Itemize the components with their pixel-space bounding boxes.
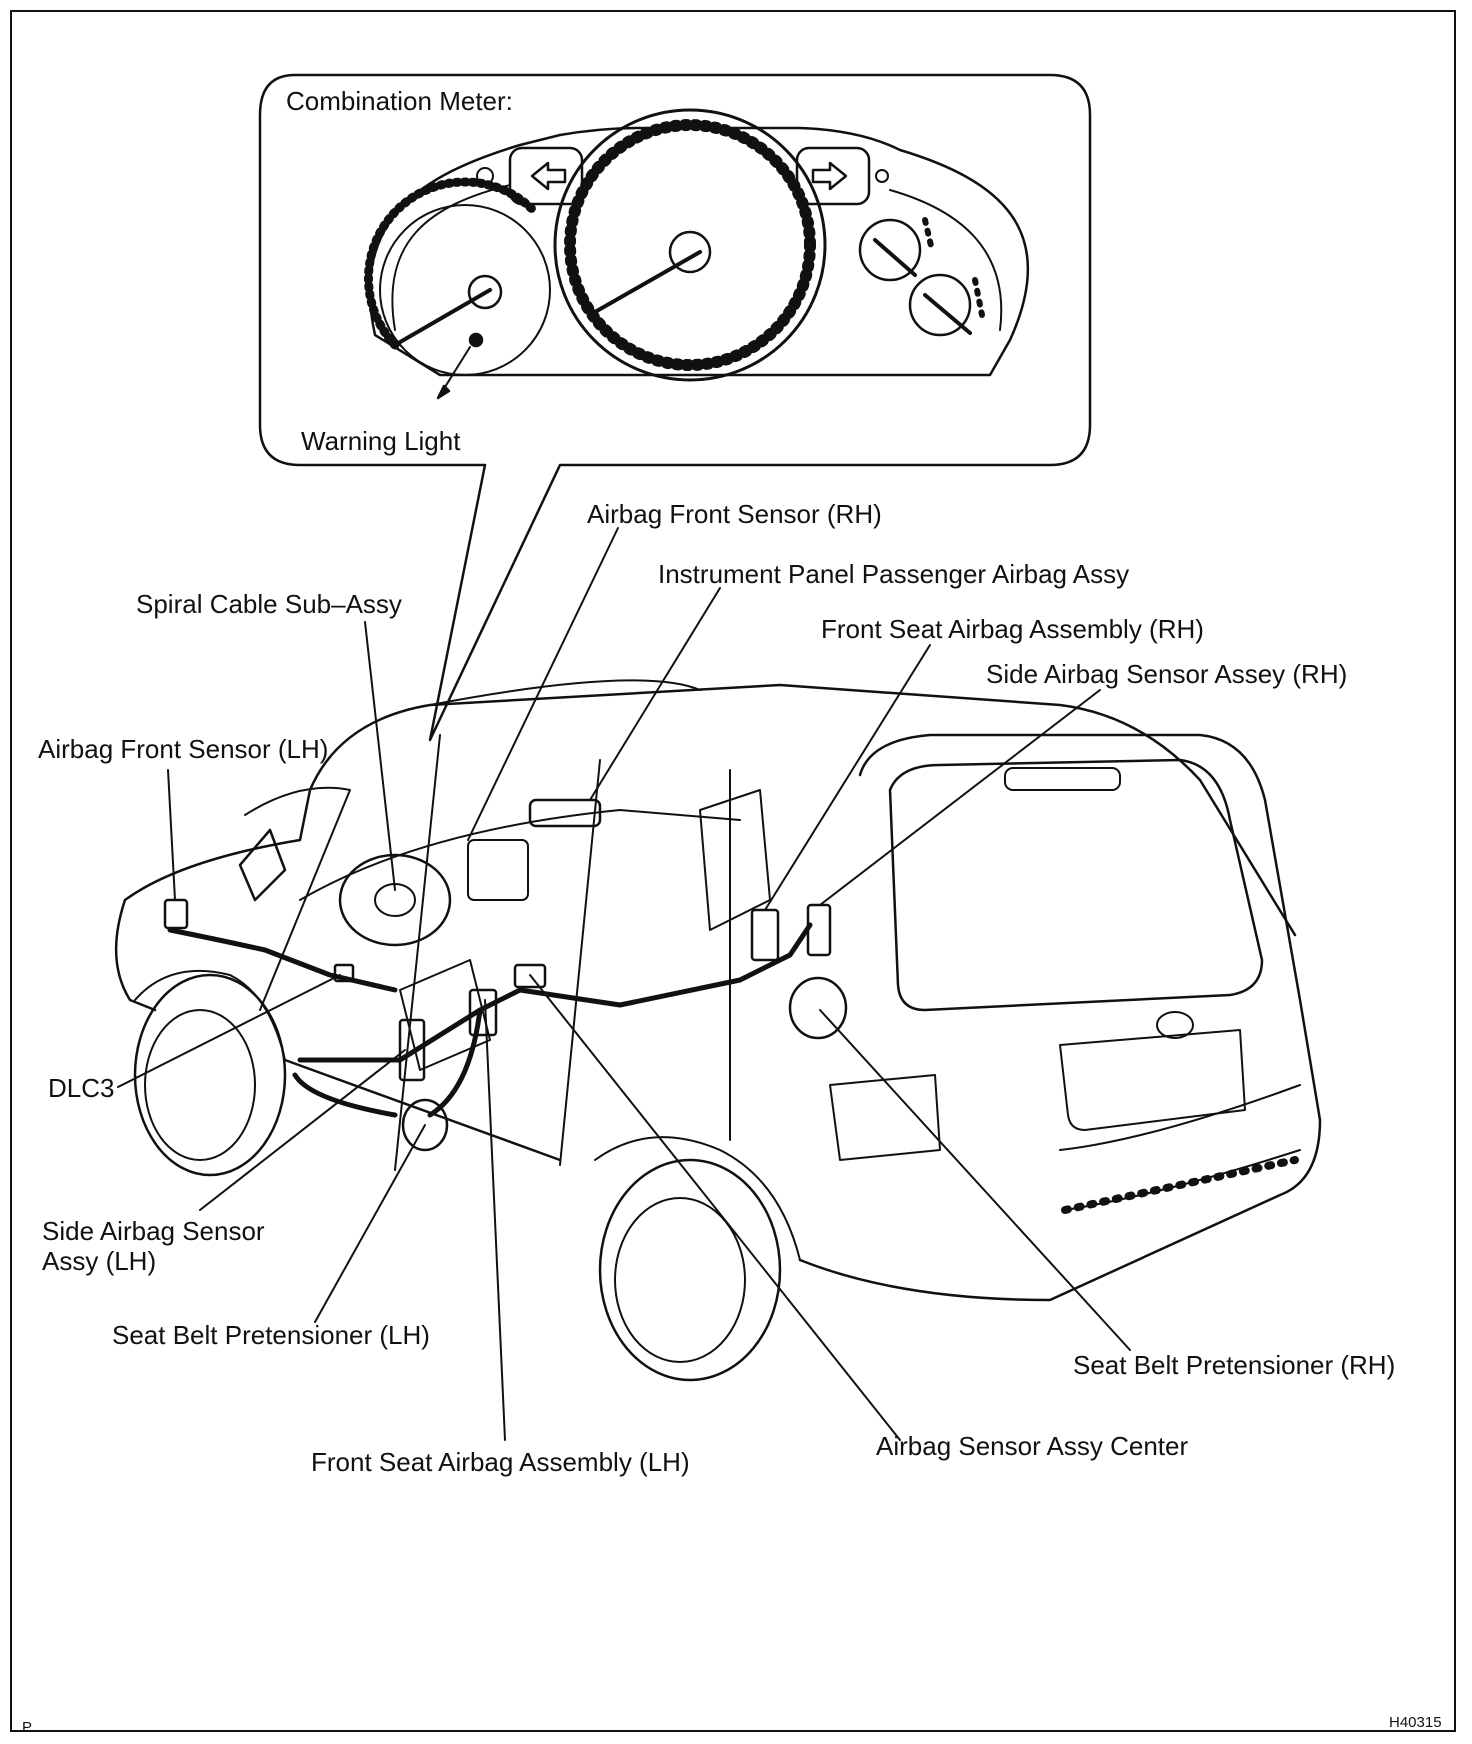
leader-airbag-front-sensor-rh (467, 527, 619, 841)
center-console-panel (467, 839, 529, 901)
outside-mirror (238, 828, 287, 902)
side-airbag-sensor-rh-part (806, 903, 832, 957)
temperature-gauge (908, 273, 972, 337)
rear-wheel-arch (594, 1136, 801, 1261)
seat-belt-pretensioner-lh-label: Seat Belt Pretensioner (LH) (112, 1320, 430, 1350)
temperature-gauge-needle (923, 293, 972, 335)
speedometer-gauge (553, 108, 827, 382)
rear-window (888, 758, 1264, 1012)
front-bumper (114, 898, 157, 1012)
figure-id: H40315 (1389, 1714, 1442, 1731)
rear-wheel-rim (614, 1197, 746, 1363)
tachometer-scale (363, 177, 540, 350)
left-turn-signal-housing (508, 146, 584, 206)
leader-lines (117, 527, 1131, 1441)
side-sill (283, 1058, 1282, 1302)
manufacturer-emblem-icon (1156, 1011, 1194, 1039)
airbag-front-sensor-lh-part (163, 898, 189, 930)
door-pillars (394, 734, 731, 1171)
leader-dlc3 (117, 974, 341, 1088)
inset-callout-box (258, 73, 1092, 742)
speedometer-hub (668, 230, 712, 274)
left-turn-arrow-icon (530, 161, 567, 191)
rear-bumper (1059, 1084, 1301, 1211)
spiral-cable-label: Spiral Cable Sub–Assy (136, 589, 402, 619)
front-seat-airbag-lh-label: Front Seat Airbag Assembly (LH) (311, 1447, 690, 1477)
side-airbag-sensor-lh-part (398, 1018, 426, 1082)
roof-line (308, 683, 1297, 937)
front-wheel-rim (144, 1009, 256, 1161)
front-seat-airbag-rh-part (750, 908, 780, 962)
front-fender-line (244, 786, 351, 1011)
leader-seat-belt-pretensioner-lh (314, 1124, 426, 1323)
diagram-frame (10, 10, 1456, 1732)
leader-seat-belt-pretensioner-rh (819, 1009, 1131, 1351)
leader-ip-passenger-airbag (589, 587, 721, 801)
front-seat-airbag-lh-part (468, 988, 498, 1037)
passenger-airbag-part (528, 798, 602, 828)
front-wheel (133, 973, 287, 1177)
combination-meter-title: Combination Meter: (286, 86, 513, 116)
hood-line (123, 788, 312, 902)
airbag-sensor-center-label: Airbag Sensor Assy Center (876, 1431, 1189, 1461)
leader-front-seat-airbag-rh (764, 644, 931, 911)
front-wheel-arch (134, 969, 286, 1061)
temperature-gauge-scale (972, 277, 985, 318)
warning-light-label: Warning Light (301, 426, 461, 456)
fuel-gauge-needle (873, 238, 917, 277)
leader-side-airbag-sensor-lh (199, 1049, 406, 1211)
seat-belt-pretensioner-rh-label: Seat Belt Pretensioner (RH) (1073, 1350, 1396, 1380)
airbag-front-sensor-rh-label: Airbag Front Sensor (RH) (587, 499, 882, 529)
left-indicator-lamp-icon (476, 167, 494, 185)
steering-wheel (338, 853, 452, 947)
meter-cluster-inner (391, 184, 1003, 331)
speedometer-needle (593, 250, 702, 314)
dlc3-connector (333, 963, 355, 983)
airbag-wire-harness (167, 922, 813, 1118)
rear-bumper-step-pad (1061, 1156, 1299, 1214)
leader-airbag-front-sensor-lh (167, 769, 176, 901)
dashboard (299, 809, 741, 901)
leader-front-seat-airbag-lh (484, 999, 506, 1441)
airbag-front-sensor-lh-label: Airbag Front Sensor (LH) (38, 734, 329, 764)
tachometer-gauge (379, 204, 551, 376)
ip-passenger-airbag-label: Instrument Panel Passenger Airbag Assy (658, 559, 1130, 589)
leader-spiral-cable (364, 621, 396, 891)
tachometer-hub (467, 274, 503, 310)
side-airbag-sensor-rh-label: Side Airbag Sensor Assey (RH) (986, 659, 1348, 689)
rear-hatch-outline (858, 733, 1322, 1197)
airbag-sensor-center-part (513, 963, 547, 989)
dlc3-label: DLC3 (48, 1073, 115, 1103)
seat-belt-pretensioner-lh-part (401, 1098, 449, 1152)
front-seat-rh (699, 789, 771, 931)
front-seat-lh (399, 959, 491, 1071)
front-seat-airbag-rh-label: Front Seat Airbag Assembly (RH) (821, 614, 1204, 644)
combination-meter-inset (258, 73, 1092, 742)
fuel-gauge-scale (922, 217, 935, 253)
leader-side-airbag-sensor-rh (819, 689, 1101, 906)
license-plate-recess (1059, 1029, 1246, 1131)
rear-wheel (598, 1158, 782, 1382)
right-turn-signal-housing (795, 146, 871, 206)
seat-belt-pretensioner-rh-part (788, 976, 848, 1040)
right-turn-arrow-icon (811, 161, 848, 191)
fuel-gauge (858, 218, 922, 282)
high-mount-stop-lamp (1004, 767, 1121, 791)
page-mark: P (22, 1719, 33, 1736)
right-indicator-lamp-icon (875, 169, 889, 183)
speedometer-scale (564, 119, 816, 371)
rear-combination-lamp (829, 1074, 941, 1161)
warning-light-icon (436, 332, 484, 400)
roof-edge (429, 679, 701, 706)
tachometer-needle (393, 288, 492, 347)
vehicle-outline (114, 679, 1322, 1382)
side-airbag-sensor-lh-label: Side Airbag Sensor Assy (LH) (42, 1216, 265, 1276)
leader-airbag-sensor-center (529, 974, 901, 1441)
